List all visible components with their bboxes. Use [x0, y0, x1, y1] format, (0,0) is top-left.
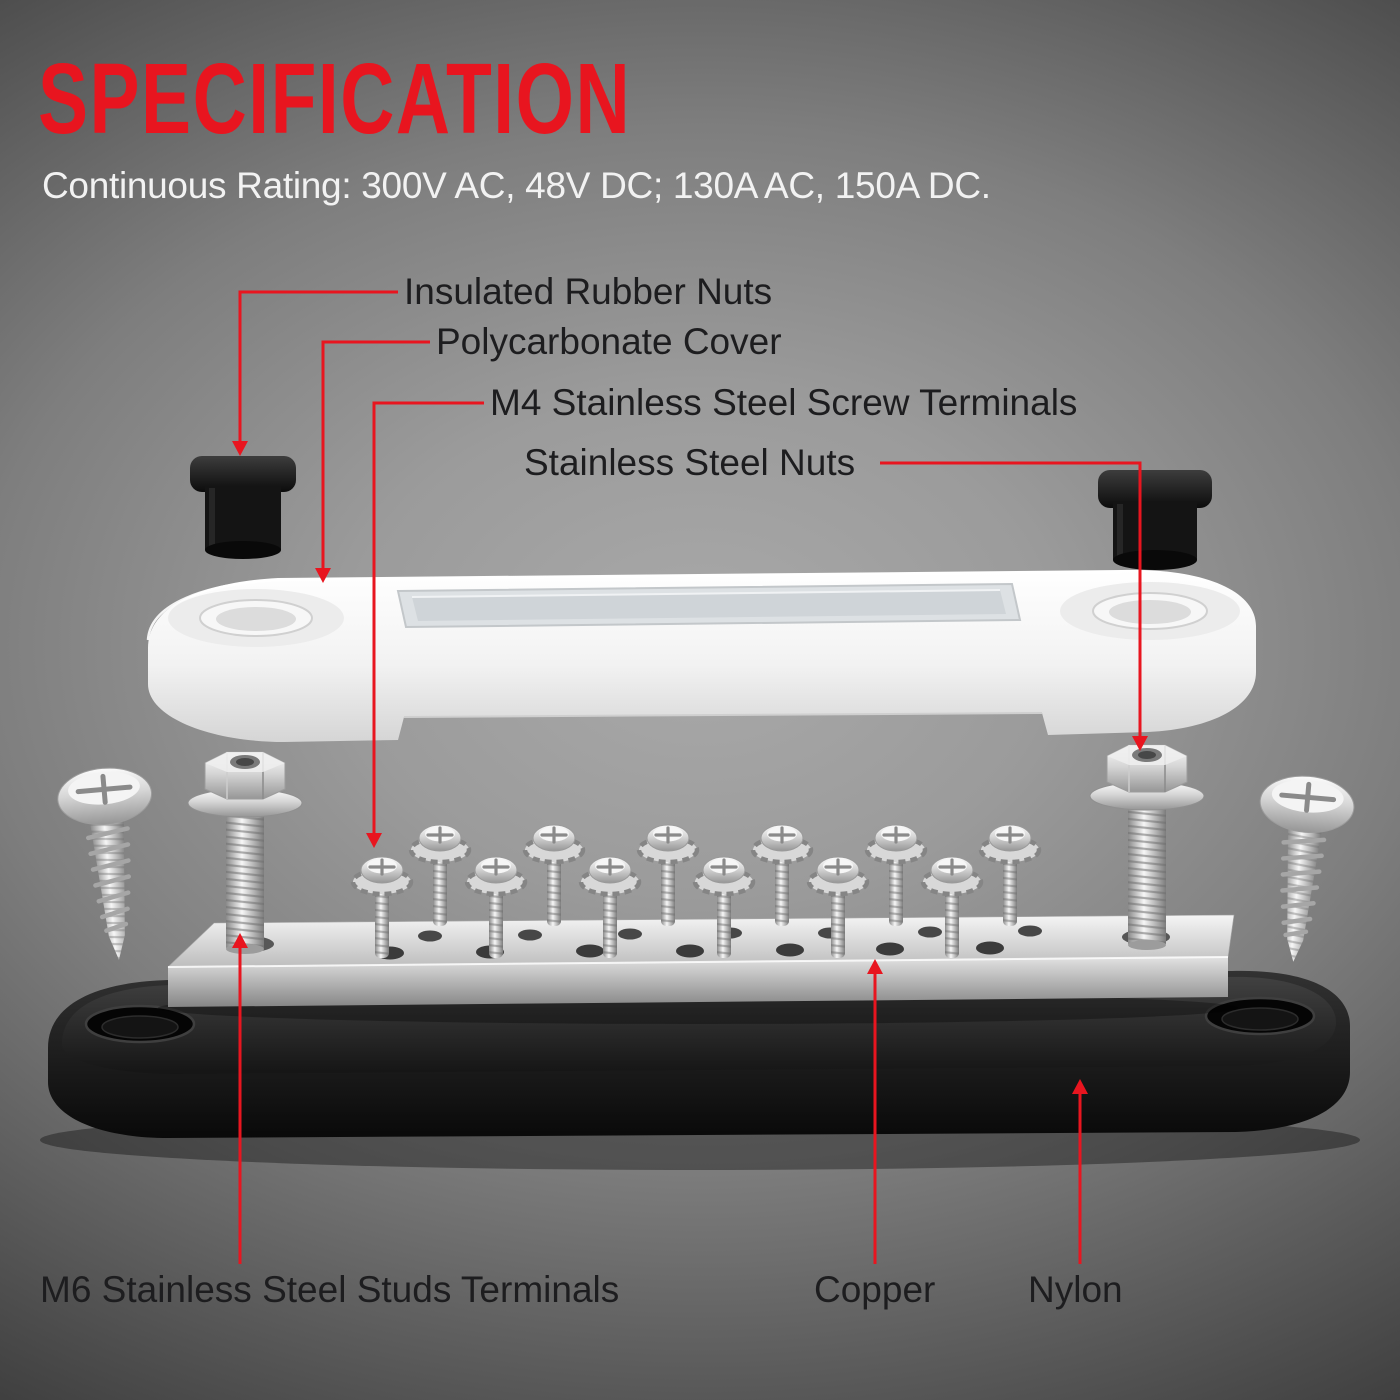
arrowhead-icon	[1132, 736, 1148, 751]
callout-copper: Copper	[814, 1269, 936, 1310]
callout-stainless-steel-nuts: Stainless Steel Nuts	[524, 442, 856, 483]
leader-polycarbonate-cover	[315, 340, 430, 583]
arrowhead-icon	[232, 933, 248, 948]
callout-m6-studs-terminals: M6 Stainless Steel Studs Terminals	[40, 1269, 620, 1310]
callout-polycarbonate-cover: Polycarbonate Cover	[436, 321, 782, 362]
polycarbonate-cover	[146, 569, 1256, 742]
leader-insulated-rubber-nuts	[232, 290, 398, 456]
m6-stud-right	[1128, 804, 1166, 950]
rating-subtitle: Continuous Rating: 300V AC, 48V DC; 130A…	[42, 165, 991, 206]
base-mount-slot-left	[84, 1004, 196, 1044]
page-title: SPECIFICATION	[38, 43, 632, 155]
arrowhead-icon	[232, 441, 248, 456]
leader-stainless-steel-nuts	[880, 461, 1148, 751]
arrowhead-icon	[315, 568, 331, 583]
cover-boss-right	[1060, 582, 1240, 640]
arrowhead-icon	[1072, 1079, 1088, 1094]
callout-m4-screw-terminals: M4 Stainless Steel Screw Terminals	[490, 382, 1078, 423]
m6-stud-left	[226, 810, 264, 954]
callout-insulated-rubber-nuts: Insulated Rubber Nuts	[404, 271, 773, 312]
phillips-slot-icon	[75, 773, 133, 805]
flange-nut-left	[187, 751, 303, 818]
mounting-screw-right	[1259, 775, 1355, 962]
leader-m4-screw-terminals	[366, 401, 484, 848]
cover-window	[396, 582, 1022, 629]
arrowhead-icon	[867, 959, 883, 974]
leader-copper	[867, 959, 883, 1264]
copper-bus-plate	[167, 914, 1235, 1007]
nylon-base	[48, 970, 1350, 1138]
cover-boss-left	[168, 589, 344, 647]
rubber-cap-right	[1098, 470, 1212, 570]
leader-nylon	[1072, 1079, 1088, 1264]
rubber-cap-left	[190, 456, 296, 559]
mounting-screw-left	[57, 767, 153, 960]
flange-nut-right	[1089, 744, 1205, 811]
base-mount-slot-right	[1204, 996, 1316, 1036]
callout-nylon: Nylon	[1028, 1269, 1123, 1310]
phillips-slot-icon	[1279, 781, 1337, 813]
leader-m6-studs-terminals	[232, 933, 248, 1264]
arrowhead-icon	[366, 833, 382, 848]
